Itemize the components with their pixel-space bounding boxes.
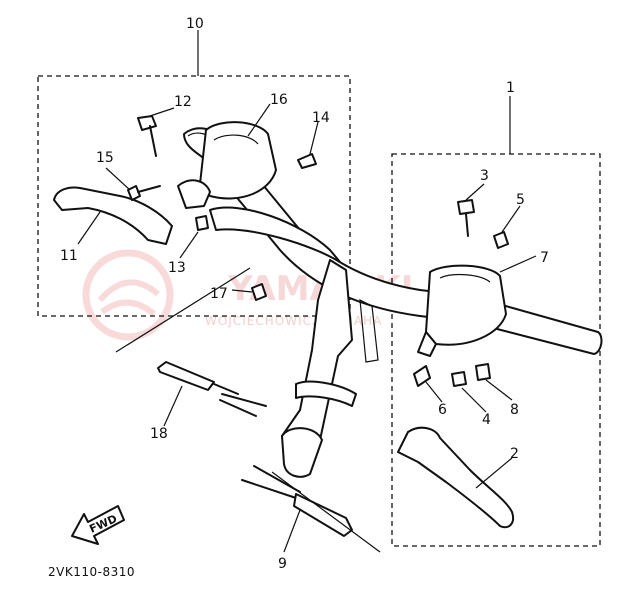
callout-7: 7 <box>540 250 549 266</box>
callout-17: 17 <box>210 286 228 302</box>
left-lever <box>53 186 173 245</box>
screw-14 <box>297 153 317 169</box>
callout-1: 1 <box>506 80 515 96</box>
callout-labels: 10 1 12 16 14 15 3 5 11 7 13 17 6 4 8 18… <box>60 16 549 572</box>
switch-cable-9 <box>241 465 353 537</box>
screw-15 <box>127 185 141 201</box>
drawing-code: 2VK110-8310 <box>48 565 135 579</box>
left-lever-holder <box>177 121 277 209</box>
callout-2: 2 <box>510 446 519 462</box>
group-box-10 <box>37 75 351 317</box>
watermark-logo-ring <box>82 249 174 341</box>
group-box-1 <box>391 153 601 547</box>
leader-lines <box>77 30 537 553</box>
callout-15: 15 <box>96 150 114 166</box>
screw-3 <box>457 199 475 215</box>
callout-12: 12 <box>174 94 192 110</box>
callout-3: 3 <box>480 168 489 184</box>
callout-4: 4 <box>482 412 491 428</box>
callout-5: 5 <box>516 192 525 208</box>
callout-14: 14 <box>312 110 330 126</box>
screws <box>127 115 509 387</box>
screw-5 <box>493 231 509 249</box>
callout-18: 18 <box>150 426 168 442</box>
callout-10: 10 <box>186 16 204 32</box>
callout-16: 16 <box>270 92 288 108</box>
nut-4 <box>451 371 467 387</box>
fwd-arrow: FWD <box>71 505 125 545</box>
right-lever <box>397 426 514 529</box>
callout-11: 11 <box>60 248 78 264</box>
screw-8 <box>475 363 491 381</box>
callout-13: 13 <box>168 260 186 276</box>
steering-stem <box>281 259 379 478</box>
screw-6 <box>413 365 431 387</box>
watermark-logo-mark <box>97 279 160 317</box>
screw-17 <box>251 283 267 301</box>
switch-cable-18 <box>157 361 267 417</box>
nut-13 <box>195 215 209 231</box>
screw-12 <box>137 115 157 131</box>
callout-9: 9 <box>278 556 287 572</box>
callout-6: 6 <box>438 402 447 418</box>
callout-8: 8 <box>510 402 519 418</box>
right-switch-housing <box>417 264 507 357</box>
